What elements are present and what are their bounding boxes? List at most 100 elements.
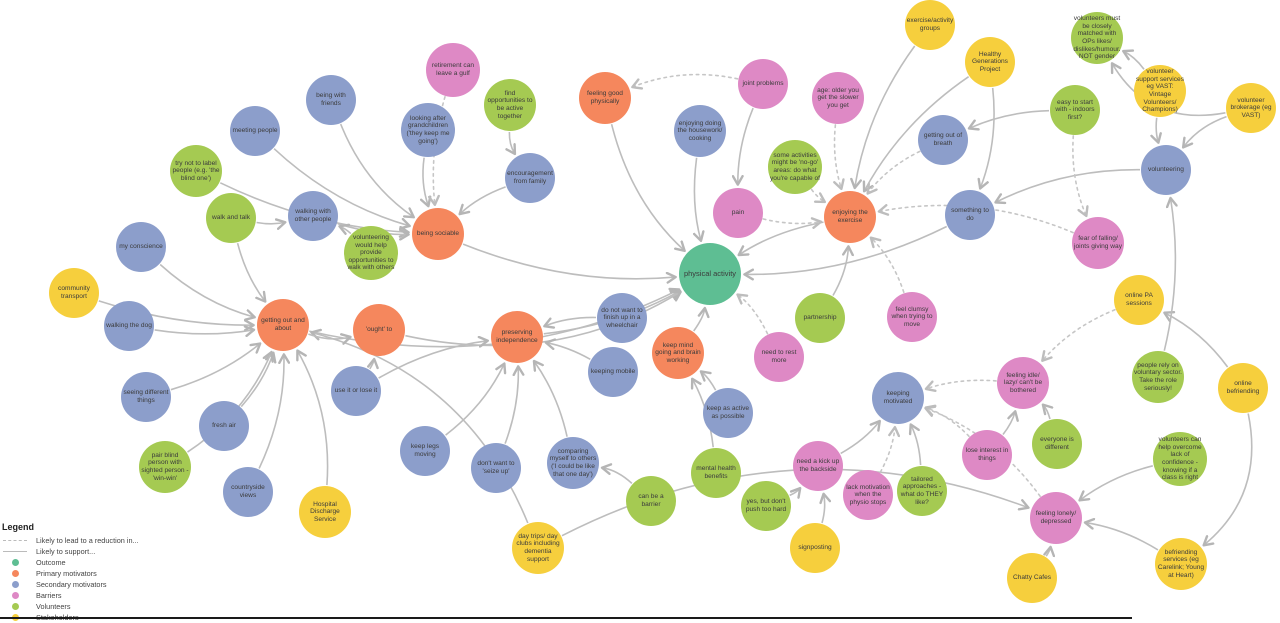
node-joint-problems[interactable]: joint problems <box>738 59 788 109</box>
node-easy-to-start[interactable]: easy to start with - indoors first? <box>1050 85 1100 135</box>
edge-lack-motivation-to-keeping-motivated <box>879 426 901 473</box>
node-community-transport[interactable]: community transport <box>49 268 99 318</box>
node-my-conscience[interactable]: my conscience <box>116 222 166 272</box>
node-label: feeling idle/ lazy/ can't be bothered <box>1003 371 1043 394</box>
edge-grandchildren-to-being-sociable <box>419 157 432 208</box>
node-feeling-lonely[interactable]: feeling lonely/ depressed <box>1030 492 1082 544</box>
edge-healthy-generations-to-something-to-do <box>977 87 995 190</box>
node-physical-activity[interactable]: physical activity <box>679 243 741 305</box>
node-pain[interactable]: pain <box>713 188 763 238</box>
edge-easy-to-start-to-fear-of-falling <box>1072 135 1089 218</box>
node-label: getting out and about <box>261 317 305 332</box>
node-keep-mind[interactable]: keep mind going and brain working <box>652 327 704 379</box>
node-preserving-independence[interactable]: preserving independence <box>491 311 543 363</box>
node-fresh-air[interactable]: fresh air <box>199 401 249 451</box>
node-something-to-do[interactable]: something to do <box>945 190 995 240</box>
edge-everyone-different-to-feeling-idle <box>1041 403 1054 420</box>
node-walk-and-talk[interactable]: walk and talk <box>206 193 256 243</box>
node-lose-interest[interactable]: lose interest in things <box>962 430 1012 480</box>
node-mental-health[interactable]: mental health benefits <box>691 448 741 498</box>
node-online-befriending[interactable]: online befriending <box>1218 363 1268 413</box>
legend-item-volunteer: Volunteers <box>2 601 139 612</box>
node-ought-to[interactable]: 'ought' to <box>353 304 405 356</box>
node-pair-blind[interactable]: pair blind person with sighted person - … <box>139 441 191 493</box>
node-meeting-people[interactable]: meeting people <box>230 106 280 156</box>
node-lack-motivation[interactable]: lack motivation when the physio stops <box>843 470 893 520</box>
edge-out-of-breath-to-enjoying-exercise <box>866 150 921 195</box>
node-rest-more[interactable]: need to rest more <box>754 332 804 382</box>
node-label: walking the dog <box>106 322 152 330</box>
node-feel-clumsy[interactable]: feel clumsy when trying to move <box>887 292 937 342</box>
node-feeling-idle[interactable]: feeling idle/ lazy/ can't be bothered <box>997 357 1049 409</box>
node-grandchildren[interactable]: looking after grandchildren ('they keep … <box>401 103 455 157</box>
node-tailored[interactable]: tailored approaches - what do THEY like? <box>897 466 947 516</box>
node-use-it[interactable]: use it or lose it <box>331 366 381 416</box>
node-find-opportunities[interactable]: find opportunities to be active together <box>484 79 536 131</box>
node-hospital-discharge[interactable]: Hospital Discharge Service <box>299 486 351 538</box>
node-keeping-motivated[interactable]: keeping motivated <box>872 372 924 424</box>
node-label: keep mind going and brain working <box>655 341 701 364</box>
primary-color-dot <box>11 570 19 577</box>
node-label: signposting <box>798 544 832 552</box>
node-kick-backside[interactable]: need a kick up the backside <box>793 441 843 491</box>
node-label: volunteers must be closely matched with … <box>1073 15 1121 61</box>
node-volunteer-support[interactable]: volunteer support services eg VAST: Vint… <box>1134 65 1186 117</box>
node-keeping-mobile[interactable]: keeping mobile <box>588 347 638 397</box>
node-volunteering[interactable]: volunteering <box>1141 145 1191 195</box>
node-out-of-breath[interactable]: getting out of breath <box>918 115 968 165</box>
node-chatty-cafes[interactable]: Chatty Cafes <box>1007 553 1057 603</box>
node-comparing[interactable]: comparing myself to others ('I could be … <box>547 437 599 489</box>
node-befriending[interactable]: befriending services (eg Carelink; Young… <box>1155 538 1207 590</box>
node-wheelchair[interactable]: do not want to finish up in a wheelchair <box>597 293 647 343</box>
node-exercise-groups[interactable]: exercise/activity groups <box>905 0 955 50</box>
node-walking-with-others[interactable]: walking with other people <box>288 191 338 241</box>
edge-volunteer-support-to-volunteers-matched <box>1122 49 1145 70</box>
node-try-not-to-label[interactable]: try not to label people (e.g. 'the blind… <box>170 145 222 197</box>
node-walking-the-dog[interactable]: walking the dog <box>104 301 154 351</box>
node-day-trips[interactable]: day trips/ day clubs including dementia … <box>512 522 564 574</box>
node-label: try not to label people (e.g. 'the blind… <box>172 159 220 182</box>
node-label: everyone is different <box>1040 436 1074 451</box>
node-age-older[interactable]: age: older you get the slower you get <box>812 72 864 124</box>
node-signposting[interactable]: signposting <box>790 523 840 573</box>
node-fear-of-falling[interactable]: fear of falling/ joints giving way <box>1072 217 1124 269</box>
node-being-with-friends[interactable]: being with friends <box>306 75 356 125</box>
node-volunteers-matched[interactable]: volunteers must be closely matched with … <box>1071 12 1123 64</box>
node-keep-active[interactable]: keep as active as possible <box>703 388 753 438</box>
node-seeing-different[interactable]: seeing different things <box>121 372 171 422</box>
node-getting-out[interactable]: getting out and about <box>257 299 309 351</box>
node-barrier[interactable]: can be a barrier <box>626 476 676 526</box>
node-label: need a kick up the backside <box>796 458 840 473</box>
node-label: being with friends <box>316 92 346 107</box>
node-everyone-different[interactable]: everyone is different <box>1032 419 1082 469</box>
node-volunteering-walk[interactable]: volunteering would help provide opportun… <box>344 226 398 280</box>
node-healthy-generations[interactable]: Healthy Generations Project <box>965 37 1015 87</box>
node-being-sociable[interactable]: being sociable <box>412 208 464 260</box>
node-dont-push[interactable]: yes, but don't push too hard <box>741 481 791 531</box>
edge-rest-more-to-physical-activity <box>736 293 769 335</box>
node-feeling-good[interactable]: feeling good physically <box>579 72 631 124</box>
node-volunteer-brokerage[interactable]: volunteer brokerage (eg VAST) <box>1226 83 1276 133</box>
node-overcome-confidence[interactable]: volunteers can help overcome lack of con… <box>1153 432 1207 486</box>
node-label: do not want to finish up in a wheelchair <box>601 306 643 329</box>
node-online-pa[interactable]: online PA sessions <box>1114 275 1164 325</box>
node-people-rely[interactable]: people rely on voluntary sector. Take th… <box>1132 351 1184 403</box>
node-seize-up[interactable]: don't want to 'seize up' <box>471 443 521 493</box>
node-encouragement[interactable]: encouragement from family <box>505 153 555 203</box>
edge-feel-clumsy-to-enjoying-exercise <box>869 236 905 294</box>
edge-tailored-to-keeping-motivated <box>908 423 922 466</box>
edge-find-opportunities-to-encouragement <box>505 131 517 156</box>
node-partnership[interactable]: partnership <box>795 293 845 343</box>
node-retirement[interactable]: retirement can leave a gulf <box>426 43 480 97</box>
edge-comparing-to-preserving-independence <box>532 359 568 437</box>
node-countryside[interactable]: countryside views <box>223 467 273 517</box>
node-label: fresh air <box>212 422 236 430</box>
node-label: volunteer brokerage (eg VAST) <box>1230 96 1272 119</box>
node-enjoying-exercise[interactable]: enjoying the exercise <box>824 191 876 243</box>
node-no-go-areas[interactable]: some activities might be 'no-go' areas: … <box>768 140 822 194</box>
node-keep-legs[interactable]: keep legs moving <box>400 426 450 476</box>
node-housework[interactable]: enjoying doing the housework/ cooking <box>674 105 726 157</box>
node-label: online PA sessions <box>1125 292 1153 307</box>
node-label: community transport <box>58 285 90 300</box>
node-label: keep legs moving <box>410 443 440 458</box>
